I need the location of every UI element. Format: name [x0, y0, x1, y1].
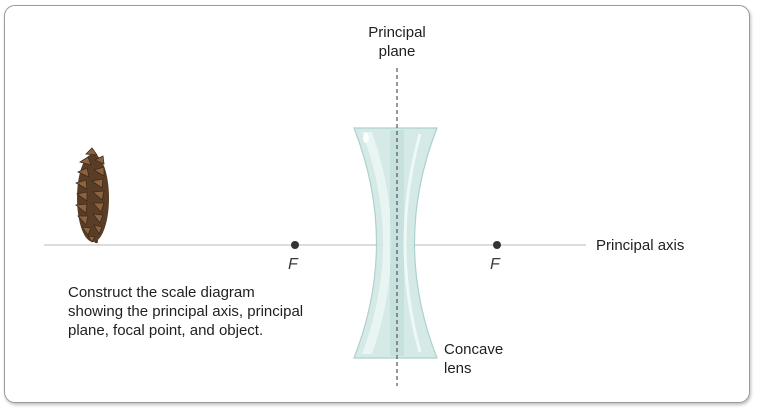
principal-plane-label-line2: plane	[378, 43, 416, 60]
concave-lens-label-line1: Concave	[444, 341, 504, 358]
focal-point-right	[493, 241, 501, 249]
instructions-line1: Construct the scale diagram	[68, 284, 255, 301]
concave-lens	[353, 127, 438, 359]
principal-plane-label: Principal plane	[352, 23, 442, 61]
instructions-text: Construct the scale diagram showing the …	[68, 283, 338, 340]
principal-axis-label: Principal axis	[596, 237, 685, 254]
instructions-line3: plane, focal point, and object.	[68, 322, 264, 339]
pinecone-icon	[74, 147, 109, 244]
concave-lens-label-line2: lens	[444, 360, 472, 377]
focal-point-left	[291, 241, 299, 249]
concave-lens-label: Concave lens	[444, 340, 503, 378]
instructions-line2: showing the principal axis, principal	[68, 303, 304, 320]
focal-label-right: F	[490, 256, 500, 273]
focal-label-left: F	[288, 256, 298, 273]
principal-plane-label-line1: Principal	[368, 24, 426, 41]
